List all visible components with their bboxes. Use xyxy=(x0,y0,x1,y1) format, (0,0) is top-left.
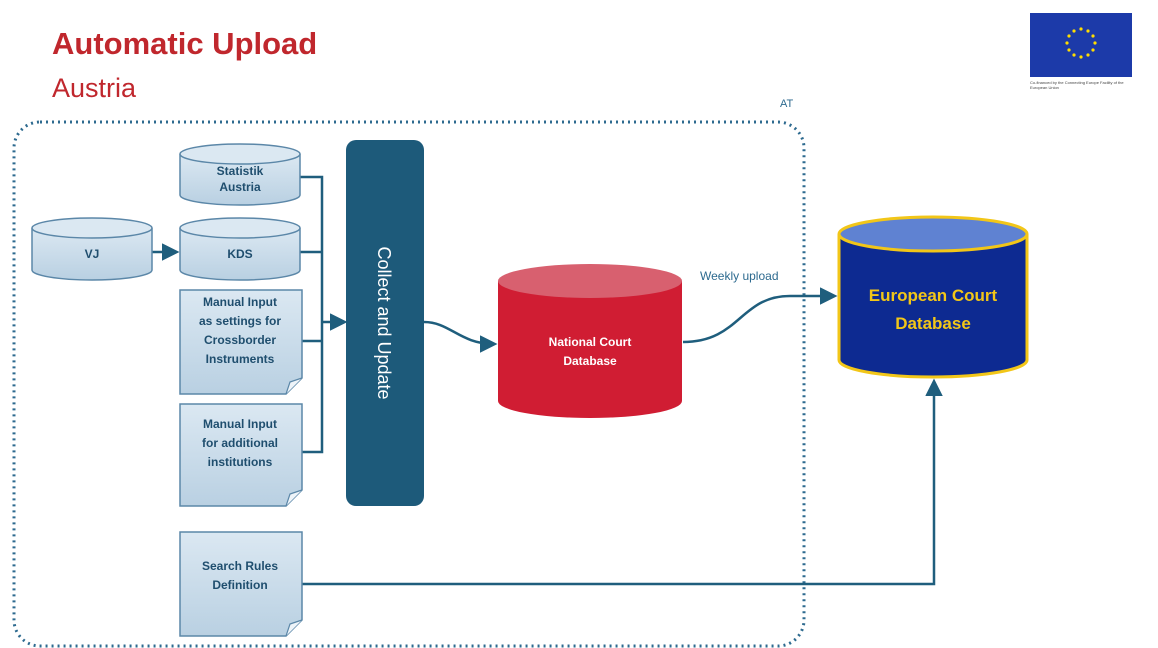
manual-settings-line1: Manual Input xyxy=(203,295,277,309)
manual-institutions-line1: Manual Input xyxy=(203,417,277,431)
kds-label: KDS xyxy=(227,247,252,261)
search-rules-line1: Search Rules xyxy=(202,559,278,573)
connector-statistik xyxy=(300,175,324,322)
connector-collect-national xyxy=(423,320,498,353)
eu-stars-icon xyxy=(1065,27,1097,59)
statistik-label-line2: Austria xyxy=(219,180,261,194)
european-court-database-node: European Court Database xyxy=(837,215,1029,379)
manual-institutions-line3: institutions xyxy=(208,455,273,469)
national-court-database-node: National Court Database xyxy=(498,264,682,418)
collect-and-update-label: Collect and Update xyxy=(374,246,394,399)
boundary-label: AT xyxy=(780,98,794,110)
manual-input-institutions-node: Manual Input for additional institutions xyxy=(179,403,303,507)
european-db-line1: European Court xyxy=(869,286,998,305)
european-db-line2: Database xyxy=(895,314,971,333)
national-db-line2: Database xyxy=(563,354,617,368)
search-rules-line2: Definition xyxy=(212,578,267,592)
manual-settings-line4: Instruments xyxy=(206,352,275,366)
statistik-label-line1: Statistik xyxy=(217,164,264,178)
page-title: Automatic Upload xyxy=(52,26,318,61)
eu-flag-logo xyxy=(1030,13,1132,77)
statistik-austria-node: Statistik Austria xyxy=(179,143,301,206)
connector-manual-institutions xyxy=(300,322,324,454)
at-boundary xyxy=(12,120,806,648)
connector-weekly-upload xyxy=(682,287,838,344)
manual-institutions-line2: for additional xyxy=(202,436,278,450)
eu-funding-caption: Co-financed by the Connecting Europe Fac… xyxy=(1030,80,1124,90)
search-rules-node: Search Rules Definition xyxy=(179,531,303,637)
weekly-upload-label: Weekly upload xyxy=(700,269,779,283)
vj-node: VJ xyxy=(31,217,153,281)
vj-label: VJ xyxy=(85,247,100,261)
kds-node: KDS xyxy=(179,217,301,281)
collect-and-update-node: Collect and Update xyxy=(346,140,424,506)
connector-search-rules xyxy=(302,378,943,586)
manual-input-settings-node: Manual Input as settings for Crossborder… xyxy=(179,289,303,395)
manual-settings-line3: Crossborder xyxy=(204,333,276,347)
manual-settings-line2: as settings for xyxy=(199,314,281,328)
national-db-line1: National Court xyxy=(549,335,632,349)
page-subtitle: Austria xyxy=(52,73,137,103)
